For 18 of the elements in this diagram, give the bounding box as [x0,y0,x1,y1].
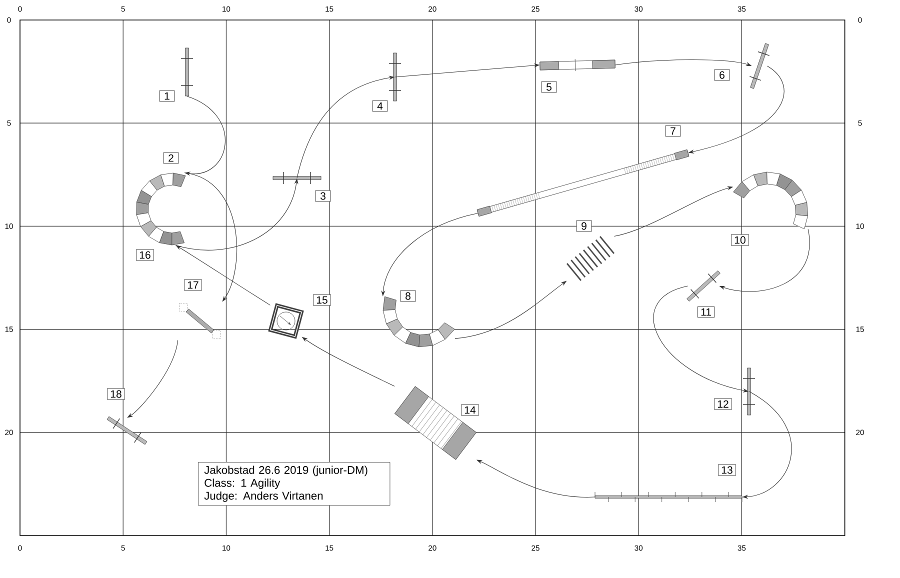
number-box: 15 [312,294,332,306]
number-box: 17 [184,279,202,291]
number-box: 3 [315,190,331,202]
number-box: 8 [400,290,416,302]
number-box: 14 [460,404,480,416]
number-box: 5 [541,81,557,93]
number-box: 2 [163,152,179,164]
number-box: 1 [159,90,175,102]
number-box: 7 [665,125,681,137]
number-box: 10 [730,234,750,246]
number-box: 13 [718,464,736,476]
number-box: 11 [697,306,715,318]
number-box: 4 [372,100,388,112]
number-box: 12 [714,398,732,410]
number-box: 9 [576,220,592,232]
number-box: 6 [714,69,730,81]
number-box: 16 [136,249,154,261]
number-box: 18 [106,388,126,400]
